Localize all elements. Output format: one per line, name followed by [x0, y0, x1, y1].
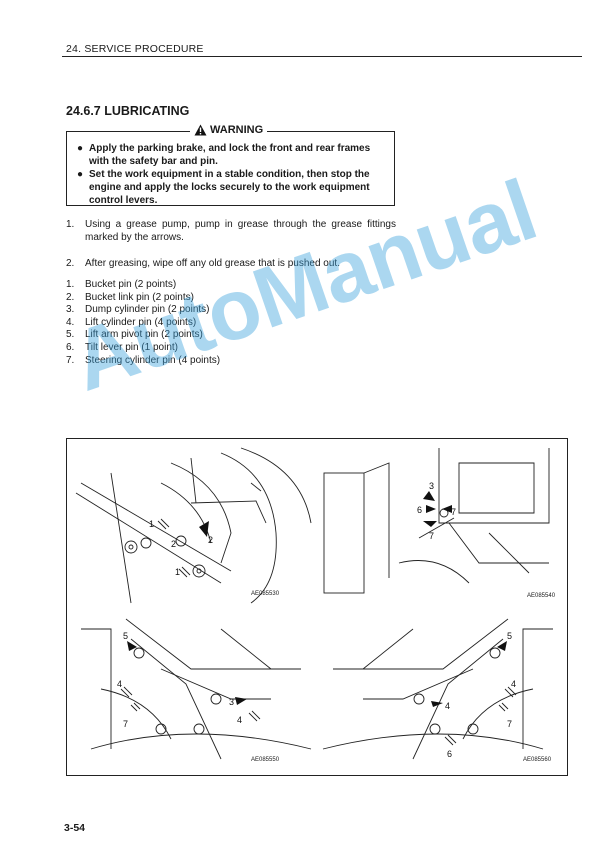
- warning-title: WARNING: [210, 124, 264, 136]
- svg-text:5: 5: [507, 631, 512, 641]
- step-2: 2. After greasing, wipe off any old grea…: [66, 258, 340, 269]
- figure-tilt-lever: 3 6 7 7 AE085540: [319, 443, 563, 607]
- header-divider: [62, 56, 582, 57]
- svg-text:1: 1: [175, 567, 180, 577]
- warning-item: ● Apply the parking brake, and lock the …: [77, 143, 371, 167]
- svg-text:4: 4: [445, 701, 450, 711]
- svg-text:7: 7: [429, 531, 434, 541]
- warning-triangle-icon: [194, 124, 207, 136]
- svg-text:2: 2: [171, 539, 176, 549]
- svg-text:6: 6: [447, 749, 452, 759]
- figure-bucket-pins: 1 2 2 1 AE085530: [71, 443, 317, 607]
- svg-text:4: 4: [237, 715, 242, 725]
- page-header: 24. SERVICE PROCEDURE: [66, 43, 204, 55]
- step-1: 1. Using a grease pump, pump in grease t…: [66, 219, 396, 243]
- page-number: 3-54: [64, 822, 86, 834]
- svg-text:7: 7: [507, 719, 512, 729]
- svg-text:7: 7: [123, 719, 128, 729]
- svg-text:6: 6: [417, 505, 422, 515]
- figure-code: AE085540: [527, 593, 556, 599]
- section-title: 24.6.7 LUBRICATING: [66, 104, 190, 118]
- svg-text:1: 1: [149, 519, 154, 529]
- warning-heading: WARNING: [190, 124, 268, 136]
- svg-text:2: 2: [208, 535, 213, 545]
- figure-code: AE085550: [251, 757, 280, 763]
- svg-text:4: 4: [117, 679, 122, 689]
- figure-code: AE085560: [523, 757, 552, 763]
- bullet-dot: ●: [77, 169, 84, 180]
- figure-frame: 1 2 2 1 AE085530 3 6 7 7 AE085540: [66, 438, 568, 776]
- svg-text:3: 3: [229, 697, 234, 707]
- svg-text:7: 7: [451, 507, 456, 517]
- svg-text:3: 3: [429, 481, 434, 491]
- svg-text:4: 4: [511, 679, 516, 689]
- figure-code: AE085530: [251, 591, 280, 597]
- warning-box: ● Apply the parking brake, and lock the …: [66, 131, 395, 206]
- warning-item: ● Set the work equipment in a stable con…: [77, 169, 370, 206]
- figure-left-lift-arm: 5 4 7 3 4 AE085550: [71, 609, 317, 771]
- bullet-dot: ●: [77, 143, 84, 154]
- figure-right-lift-arm: 5 4 7 4 6 AE085560: [319, 609, 563, 771]
- svg-text:5: 5: [123, 631, 128, 641]
